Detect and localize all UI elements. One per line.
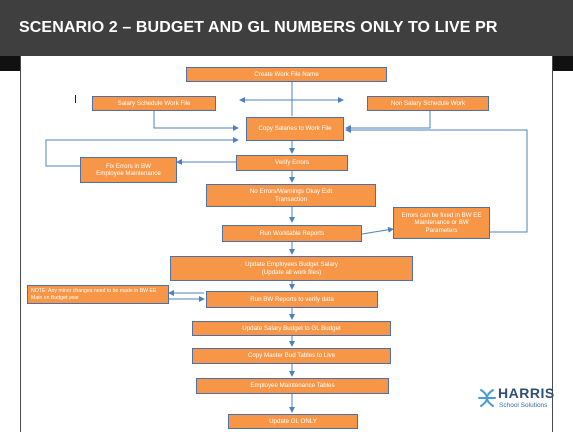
box-create-work-file: Create Work File Name xyxy=(186,67,387,82)
harris-swirl-icon xyxy=(478,389,496,407)
box-update-salary-budget: Update Salary Budget to GL Budget xyxy=(192,321,391,336)
box-emp-maint-tables: Employee Maintenance Tables xyxy=(196,378,389,394)
connector-worktable-errorsfixed xyxy=(361,226,394,235)
box-verify-errors: Verify Errors xyxy=(236,155,348,171)
corner-block-right xyxy=(553,56,573,71)
box-fix-errors: Fix Errors in BW Employee Maintenance xyxy=(80,157,177,183)
slide-title: SCENARIO 2 – BUDGET AND GL NUMBERS ONLY … xyxy=(19,19,498,36)
box-copy-salaries: Copy Salaries to Work File xyxy=(246,117,344,141)
box-note: NOTE: Any minor changes need to be made … xyxy=(27,285,169,304)
box-copy-master: Copy Master Bud Tables to Live xyxy=(192,348,391,364)
box-update-emp-budget: Update Employees Budget Salary (Update a… xyxy=(170,256,413,281)
logo-name: HARRIS xyxy=(498,385,555,401)
connector-errorsfixed-loop xyxy=(345,127,528,233)
box-errors-fixed: Errors can be fixed in BW EE Maintenance… xyxy=(393,207,490,239)
title-bar: SCENARIO 2 – BUDGET AND GL NUMBERS ONLY … xyxy=(0,0,573,56)
stray-mark xyxy=(75,95,76,103)
box-update-gl: Update GL ONLY xyxy=(228,414,358,429)
connector-fix-loop xyxy=(45,137,239,167)
box-run-worktable: Run Worktable Reports xyxy=(222,225,362,242)
box-no-errors: No Errors/Warnings Okay Exit Transaction xyxy=(206,184,376,207)
box-non-salary-schedule: Non Salary Schedule Work xyxy=(367,96,489,111)
box-salary-schedule: Salary Schedule Work File xyxy=(92,96,216,111)
connector-nonsalary-copy xyxy=(345,111,431,131)
harris-logo: HARRIS School Solutions xyxy=(478,385,566,415)
corner-block-left xyxy=(0,56,20,71)
slide-body xyxy=(20,56,553,432)
logo-subtitle: School Solutions xyxy=(499,402,548,409)
box-run-bw-reports: Run BW Reports to verify data xyxy=(206,291,378,308)
connector-salary-copy xyxy=(153,111,239,131)
